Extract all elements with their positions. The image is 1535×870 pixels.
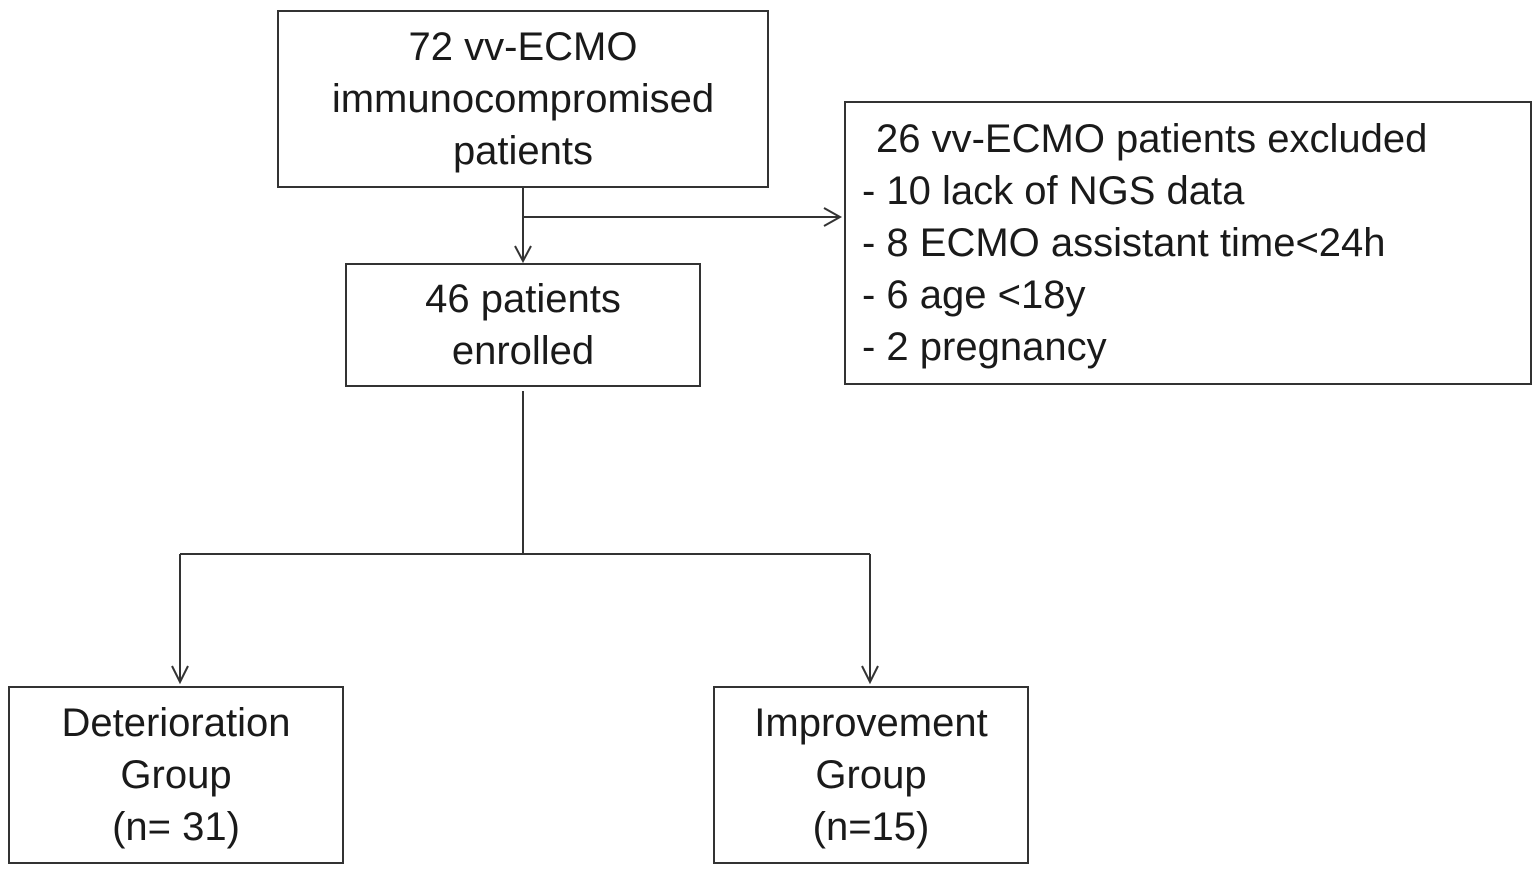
excluded-item-ecmo-time: - 8 ECMO assistant time<24h (862, 221, 1386, 265)
enrolled-line-2: enrolled (451, 329, 595, 373)
arrowhead-deterioration (171, 665, 189, 685)
total-line-1: 72 vv-ECMO (408, 25, 638, 69)
total-line-3: patients (452, 129, 594, 173)
excluded-patients-box: 26 vv-ECMO patients excluded - 10 lack o… (844, 101, 1532, 385)
improvement-line-3: (n=15) (812, 805, 930, 849)
deterioration-line-3: (n= 31) (112, 805, 240, 849)
improvement-line-2: Group (815, 753, 927, 797)
enrolled-line-1: 46 patients (425, 277, 621, 321)
total-patients-box: 72 vv-ECMO immunocompromised patients (277, 10, 769, 188)
deterioration-line-1: Deterioration (61, 701, 291, 745)
deterioration-group-box: Deterioration Group (n= 31) (8, 686, 344, 864)
improvement-group-box: Improvement Group (n=15) (713, 686, 1029, 864)
improvement-line-1: Improvement (754, 701, 988, 745)
excluded-item-ngs: - 10 lack of NGS data (862, 169, 1245, 213)
excluded-item-age: - 6 age <18y (862, 273, 1086, 317)
deterioration-line-2: Group (120, 753, 232, 797)
total-line-2: immunocompromised (331, 77, 715, 121)
arrowhead-improvement (861, 665, 879, 685)
excluded-title: 26 vv-ECMO patients excluded (876, 117, 1428, 161)
enrolled-patients-box: 46 patients enrolled (345, 263, 701, 387)
arrowhead-enrolled (514, 245, 532, 264)
excluded-item-pregnancy: - 2 pregnancy (862, 325, 1107, 369)
arrowhead-excluded (823, 207, 843, 227)
